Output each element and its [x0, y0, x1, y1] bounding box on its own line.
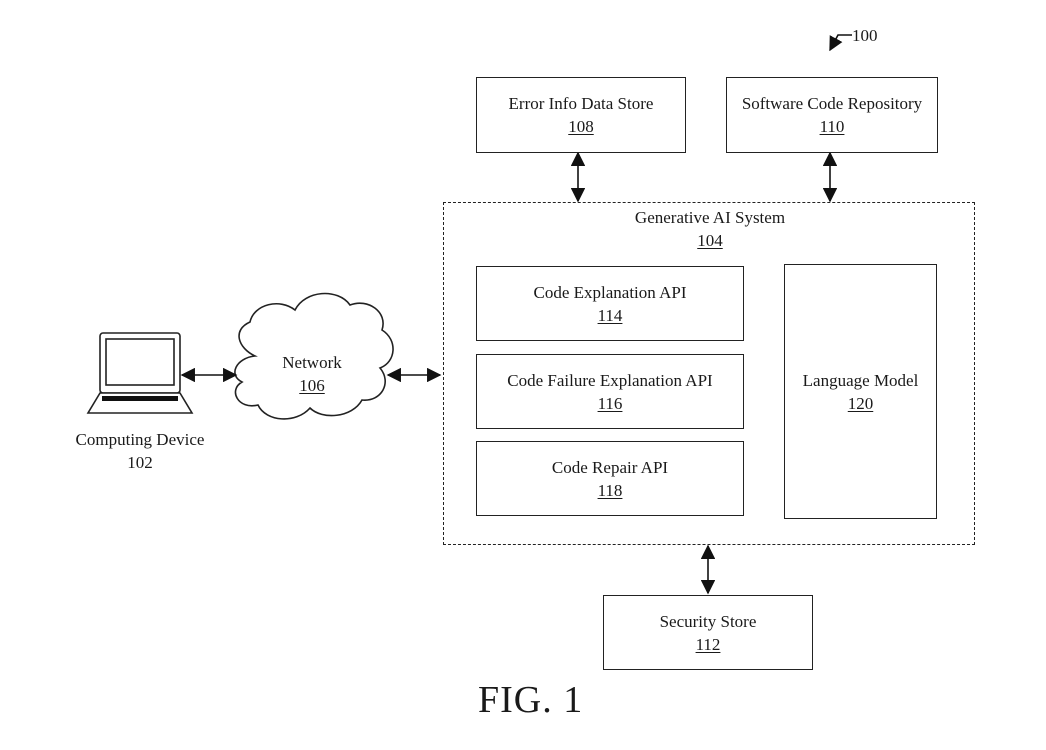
error-info-data-store-box: Error Info Data Store 108: [476, 77, 686, 153]
reference-leader-arrow: [829, 34, 852, 52]
code-repair-api-ref: 118: [597, 480, 623, 500]
computing-device-title: Computing Device: [75, 430, 205, 449]
generative-ai-system-ref: 104: [697, 231, 723, 250]
generative-ai-system-title: Generative AI System: [634, 208, 786, 227]
language-model-ref: 120: [847, 393, 874, 413]
figure-label: FIG. 1: [478, 679, 584, 721]
cloud-icon: [234, 292, 394, 420]
security-store-ref: 112: [695, 634, 721, 654]
error-info-data-store-ref: 108: [568, 117, 594, 136]
network-title: Network: [282, 353, 342, 372]
code-failure-explanation-api-box: Code Failure Explanation API 116: [476, 354, 744, 429]
security-store-title: Security Store: [659, 611, 757, 631]
code-explanation-api-ref: 114: [597, 305, 623, 325]
network-ref: 106: [299, 376, 325, 395]
language-model-box: Language Model 120: [784, 264, 937, 519]
code-explanation-api-box: Code Explanation API 114: [476, 266, 744, 341]
error-info-data-store-title: Error Info Data Store: [508, 94, 654, 113]
generative-ai-system-label: Generative AI System 104: [560, 206, 860, 252]
computing-device-ref: 102: [127, 453, 153, 472]
software-code-repository-box: Software Code Repository 110: [726, 77, 938, 153]
computing-device-label: Computing Device 102: [50, 428, 230, 474]
language-model-title: Language Model: [802, 370, 919, 390]
software-code-repository-ref: 110: [819, 117, 845, 136]
generative-ai-system-container: [443, 202, 975, 545]
code-failure-explanation-api-ref: 116: [597, 393, 623, 413]
software-code-repository-title: Software Code Repository: [741, 94, 923, 113]
code-repair-api-title: Code Repair API: [551, 457, 669, 477]
code-repair-api-box: Code Repair API 118: [476, 441, 744, 516]
code-explanation-api-title: Code Explanation API: [533, 282, 687, 302]
network-label: Network 106: [262, 351, 362, 397]
figure-reference-number: 100: [852, 26, 878, 45]
code-failure-explanation-api-title: Code Failure Explanation API: [507, 370, 713, 390]
security-store-box: Security Store 112: [603, 595, 813, 670]
laptop-icon: [86, 332, 194, 414]
